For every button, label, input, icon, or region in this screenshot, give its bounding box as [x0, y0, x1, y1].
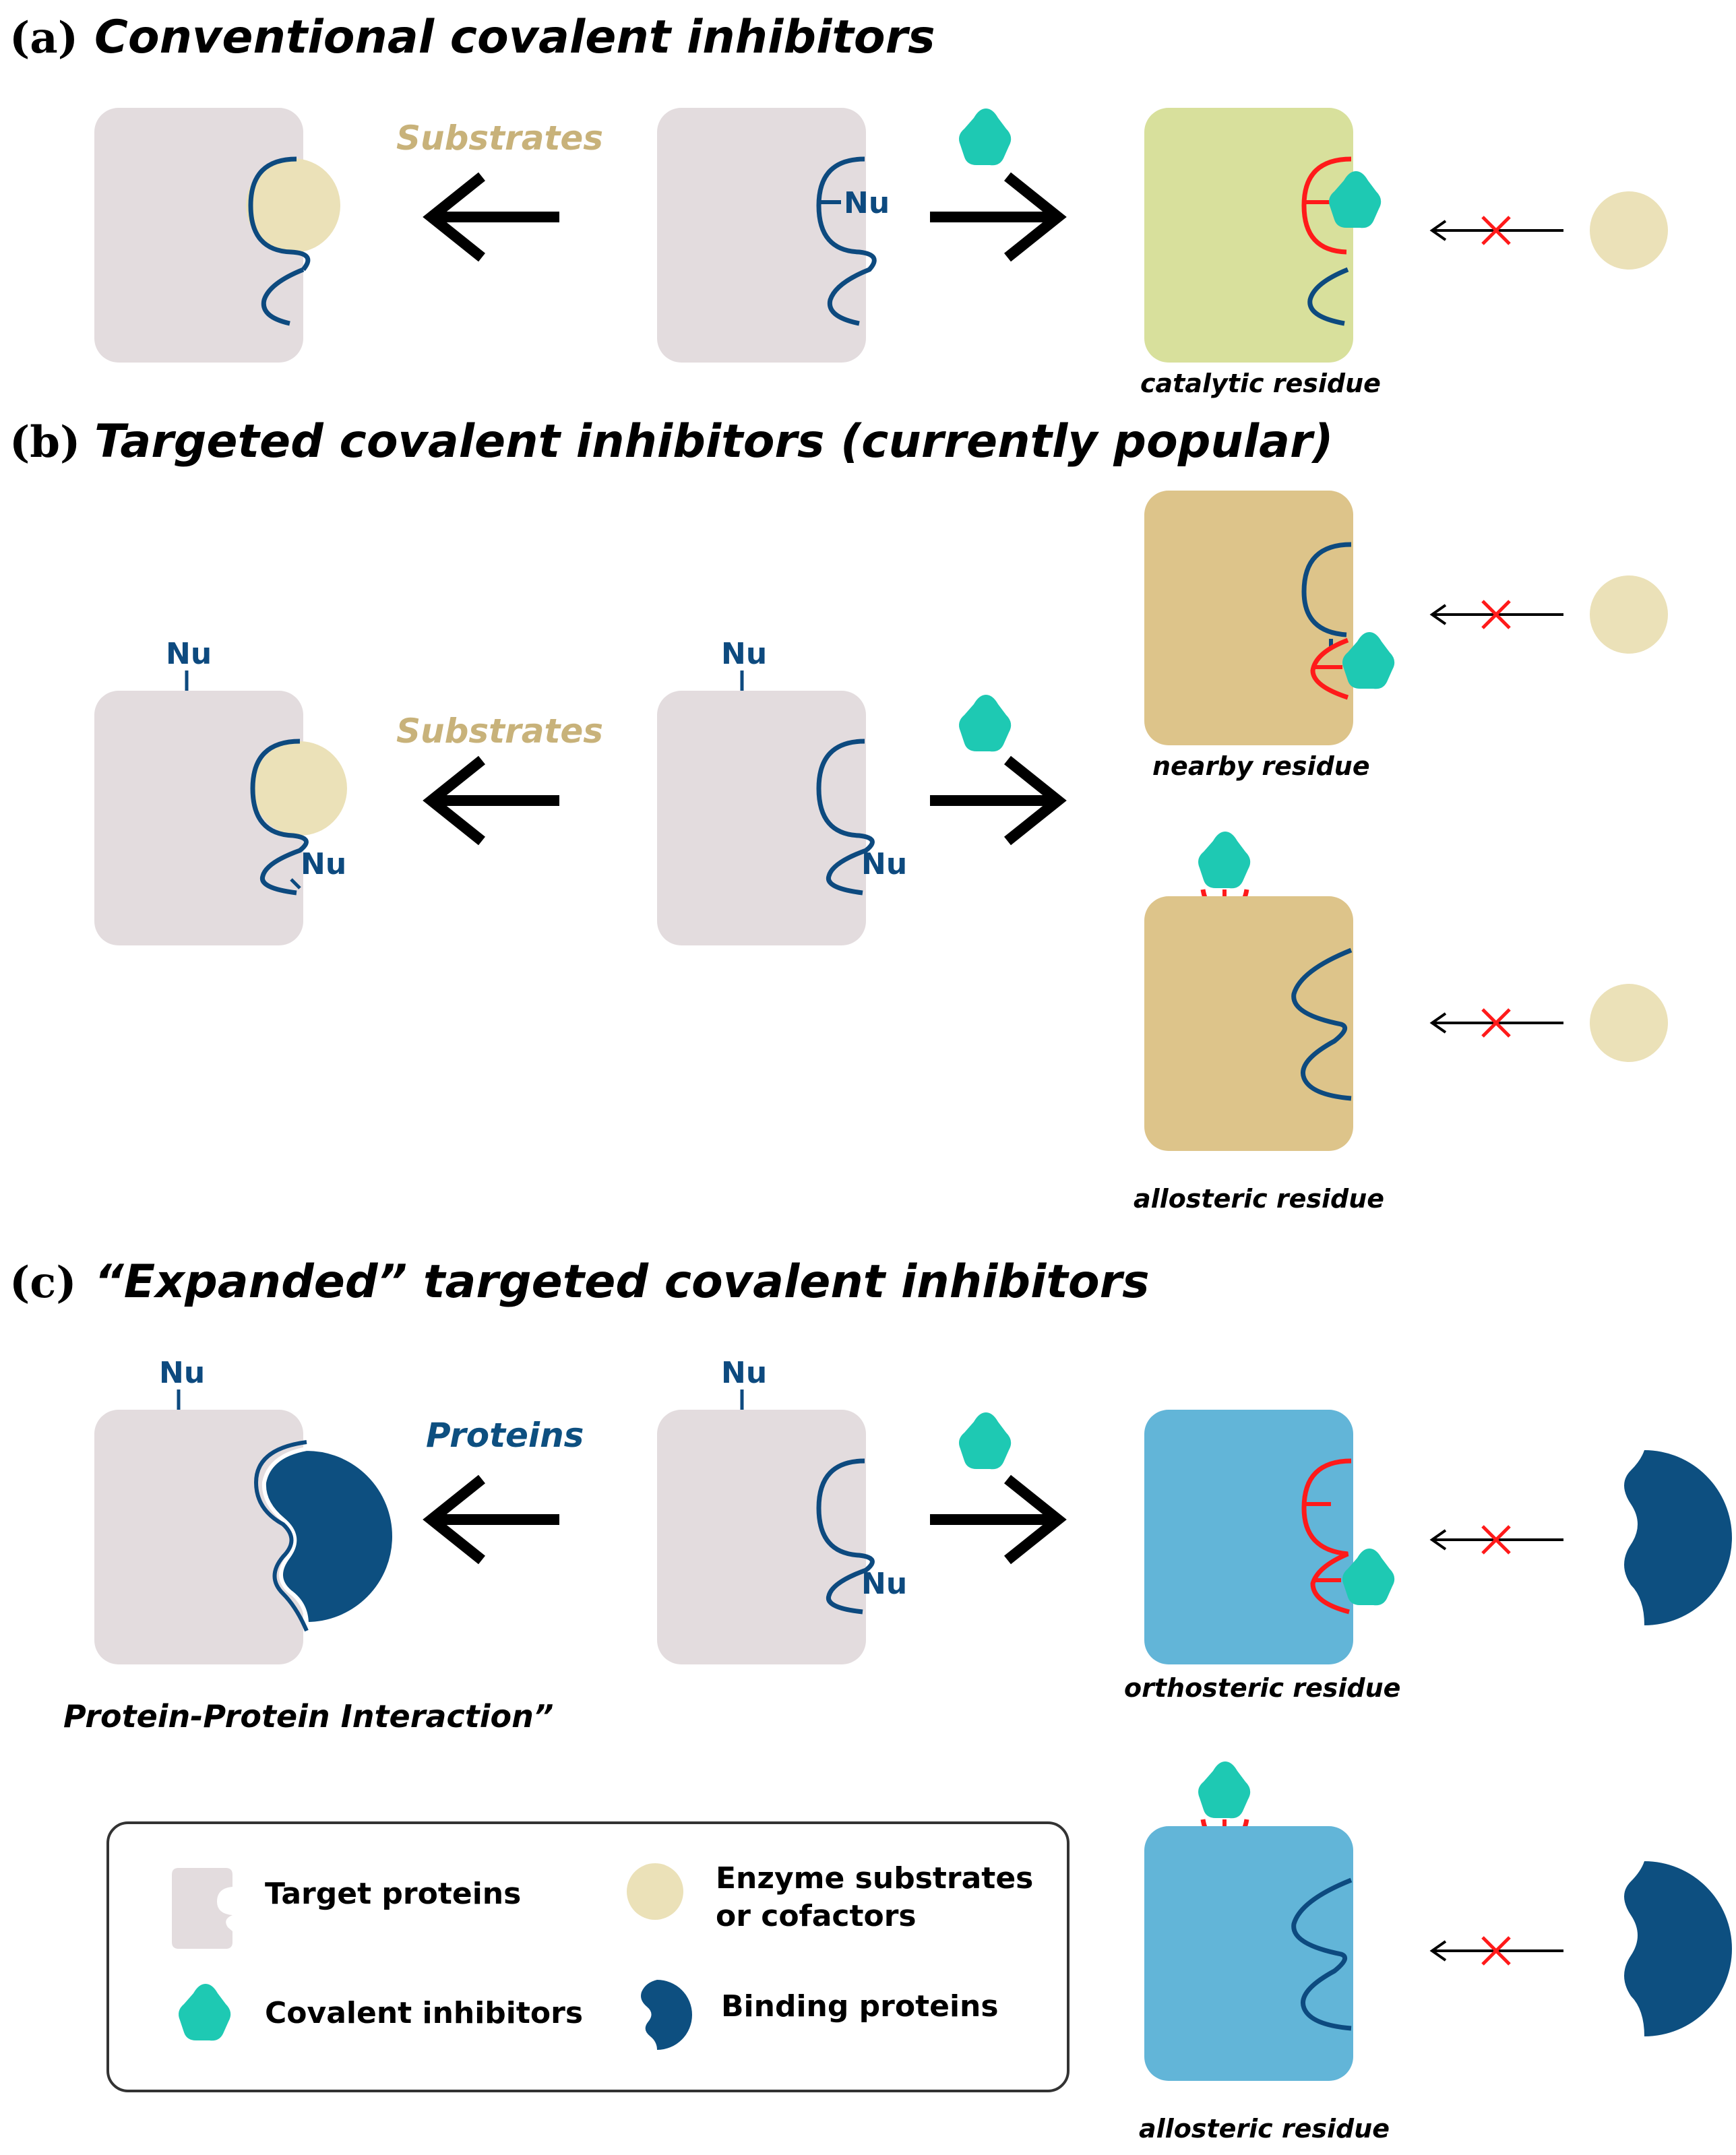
b-left-arrow	[423, 755, 559, 846]
legend-binding-proteins-label: Binding proteins	[721, 1989, 999, 2024]
b-left-nu-pocket: Nu	[301, 847, 346, 881]
c-allo-blocked-arrow	[1429, 1936, 1563, 1966]
legend-target-proteins-label: Target proteins	[265, 1877, 521, 1911]
c-target-protein-free	[657, 1389, 875, 1664]
c-right-arrow	[930, 1474, 1067, 1565]
b-nearby-blocked-arrow	[1429, 600, 1563, 629]
b-allosteric-protein	[1144, 889, 1353, 1151]
a-catalytic-label: catalytic residue	[1140, 369, 1381, 398]
a-inhibitor-icon	[959, 108, 1012, 166]
legend-substrates-line1: Enzyme substrates	[716, 1861, 1033, 1896]
a-target-protein-free	[657, 108, 877, 363]
b-allo-blocked-arrow	[1429, 1008, 1563, 1038]
panel-b-title: Targeted covalent inhibitors (currently …	[94, 415, 1334, 468]
b-nearby-label: nearby residue	[1152, 751, 1370, 781]
a-nu-label: Nu	[844, 186, 890, 220]
panel-c-title: “Expanded” targeted covalent inhibitors	[94, 1255, 1150, 1309]
c-orthosteric-label: orthosteric residue	[1124, 1673, 1400, 1703]
b-target-protein-bound	[94, 670, 347, 945]
a-inhibited-protein	[1144, 108, 1353, 363]
c-allo-free-binding-protein	[1624, 1861, 1732, 2036]
c-ortho-blocked-arrow	[1429, 1525, 1563, 1555]
c-mid-nu-pocket: Nu	[861, 1567, 907, 1601]
b-inhibitor-icon	[959, 695, 1012, 752]
legend-substrates-line2: or cofactors	[716, 1899, 917, 1933]
b-mid-nu-top: Nu	[721, 637, 767, 671]
a-free-substrate	[1590, 191, 1668, 270]
b-mid-nu-pocket: Nu	[861, 847, 907, 881]
b-nearby-protein	[1144, 491, 1353, 745]
a-blocked-arrow	[1429, 216, 1563, 245]
c-target-protein-bound	[94, 1389, 396, 1664]
b-bound-substrate	[253, 741, 347, 836]
b-allosteric-label: allosteric residue	[1134, 1184, 1384, 1214]
c-left-arrow	[423, 1474, 559, 1565]
b-right-arrow	[930, 755, 1067, 846]
c-allosteric-protein	[1144, 1819, 1353, 2081]
c-ortho-free-binding-protein	[1624, 1450, 1732, 1625]
b-target-protein-free	[657, 670, 875, 945]
c-allosteric-label: allosteric residue	[1139, 2114, 1390, 2144]
panel-b-tag: (b)	[9, 417, 80, 468]
a-target-protein-bound	[94, 108, 340, 363]
legend-target-protein-icon	[172, 1868, 232, 1949]
panel-a-tag: (a)	[9, 13, 78, 63]
a-substrates-label: Substrates	[396, 119, 603, 158]
a-left-arrow	[423, 172, 559, 262]
c-allo-bound-inhibitor	[1198, 1761, 1251, 1819]
b-allo-bound-inhibitor	[1198, 832, 1251, 889]
b-left-nu-top: Nu	[166, 637, 212, 671]
panel-c-tag: (c)	[9, 1257, 77, 1308]
c-inhibitor-icon	[959, 1412, 1012, 1470]
c-ppi-label: Protein-Protein Interaction”	[63, 1698, 553, 1735]
c-proteins-label: Proteins	[426, 1416, 584, 1455]
legend-covalent-inhibitors-label: Covalent inhibitors	[265, 1996, 583, 2030]
legend-binding-protein-icon	[641, 1980, 692, 2050]
b-substrates-label: Substrates	[396, 712, 603, 751]
a-bound-substrate	[246, 158, 340, 253]
panel-a-title: Conventional covalent inhibitors	[94, 11, 935, 64]
b-allo-free-substrate	[1590, 984, 1668, 1062]
legend-box	[106, 1821, 1070, 2092]
legend-substrate-icon	[627, 1863, 683, 1920]
a-right-arrow	[930, 172, 1067, 262]
c-orthosteric-protein	[1144, 1410, 1353, 1664]
b-nearby-free-substrate	[1590, 575, 1668, 654]
c-left-nu-top: Nu	[159, 1356, 205, 1390]
c-mid-nu-top: Nu	[721, 1356, 767, 1390]
